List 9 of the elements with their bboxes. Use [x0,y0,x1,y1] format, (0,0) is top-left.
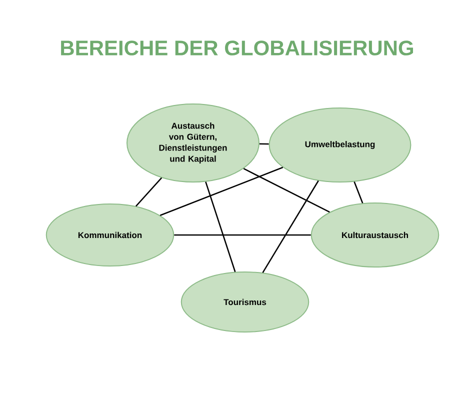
connector-line [136,177,162,207]
connector-line [243,168,330,213]
connector-line [160,166,284,216]
connector-line [174,234,311,236]
connector-line [205,182,236,272]
connector-line [259,143,269,145]
title: BEREICHE DER GLOBALISIERUNG [61,40,413,56]
connector-line [354,182,364,204]
connector-line [262,180,319,274]
